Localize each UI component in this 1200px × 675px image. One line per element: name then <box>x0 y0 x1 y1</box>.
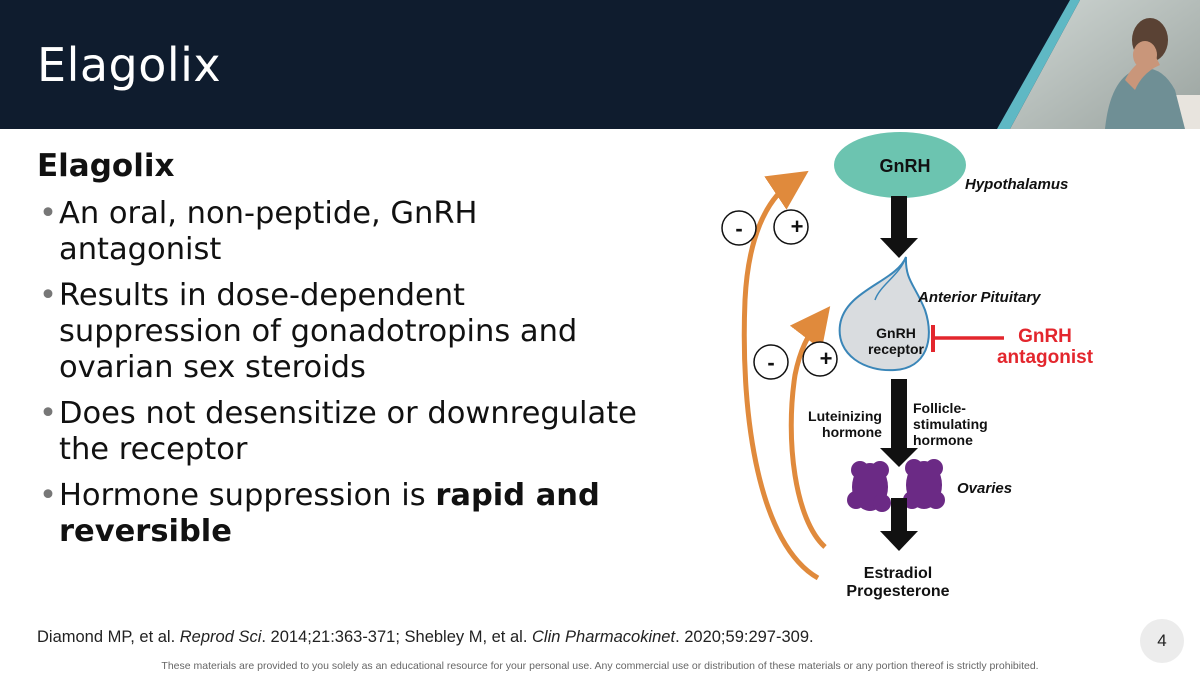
citation-text: . 2020;59:297-309. <box>675 628 814 646</box>
bullet-item: •Results in dose-dependent suppression o… <box>37 278 637 386</box>
down-arrow <box>880 196 918 258</box>
citation-journal: Reprod Sci <box>179 628 262 646</box>
receptor-label-line2: receptor <box>868 341 925 357</box>
gnrh-label: GnRH <box>880 156 931 176</box>
bullet-dot: • <box>39 196 57 231</box>
down-arrow <box>880 498 918 551</box>
short-feedback-arrow <box>788 306 831 549</box>
progesterone-label: Progesterone <box>846 583 949 600</box>
bullet-list: •An oral, non-peptide, GnRH antagonist •… <box>37 196 637 560</box>
hypothalamus-label: Hypothalamus <box>965 176 1068 193</box>
negative-feedback-icon: - <box>721 210 757 246</box>
lh-label-line1: Luteinizing <box>808 408 882 424</box>
ovary-right <box>903 459 945 509</box>
down-arrow <box>880 379 918 467</box>
positive-feedback-icon: + <box>773 209 809 245</box>
pituitary-stalk <box>874 256 907 301</box>
bullet-text: An oral, non-peptide, GnRH antagonist <box>59 196 478 267</box>
pituitary-shape <box>838 256 930 372</box>
minus-sign: - <box>767 350 774 375</box>
ovaries-label: Ovaries <box>957 480 1012 497</box>
title-bar: Elagolix <box>0 0 1200 129</box>
bullet-item: •Hormone suppression is rapid and revers… <box>37 478 637 550</box>
antagonist-label-line2: antagonist <box>997 347 1094 368</box>
bullet-item: •An oral, non-peptide, GnRH antagonist <box>37 196 637 268</box>
slide-title: Elagolix <box>37 38 222 92</box>
lh-label-line2: hormone <box>822 424 882 440</box>
bullet-bold-text: rapid and reversible <box>59 478 600 549</box>
long-feedback-arrow <box>741 170 820 581</box>
hpo-axis-diagram: GnRH Hypothalamus Anterior Pituitary GnR… <box>721 132 1094 600</box>
bullet-dot: • <box>39 396 57 431</box>
citation-text: Diamond MP, et al. <box>37 628 180 646</box>
receptor-label-line1: GnRH <box>876 325 916 341</box>
minus-sign: - <box>735 216 742 241</box>
woman-in-distress-photo <box>997 0 1200 129</box>
citation: Diamond MP, et al. Reprod Sci. 2014;21:3… <box>37 628 814 647</box>
page-number: 4 <box>1140 619 1184 663</box>
content-heading: Elagolix <box>37 148 175 184</box>
disclaimer: These materials are provided to you sole… <box>161 660 1039 672</box>
bullet-dot: • <box>39 278 57 313</box>
bullet-text: Does not desensitize or downregulate the… <box>59 396 637 467</box>
bullet-dot: • <box>39 478 57 513</box>
ovary-left <box>847 461 891 512</box>
fsh-label-line1: Follicle- <box>913 400 966 416</box>
fsh-label-line3: hormone <box>913 432 973 448</box>
fsh-label-line2: stimulating <box>913 416 988 432</box>
negative-feedback-icon: - <box>753 344 789 380</box>
anterior-pituitary-label: Anterior Pituitary <box>917 289 1041 306</box>
citation-journal: Clin Pharmacokinet <box>532 628 676 646</box>
estradiol-label: Estradiol <box>864 565 932 582</box>
bullet-text: Hormone suppression is <box>59 478 436 513</box>
bullet-item: •Does not desensitize or downregulate th… <box>37 396 637 468</box>
antagonist-inhibit-icon <box>931 325 1004 352</box>
positive-feedback-icon: + <box>802 341 838 377</box>
gnrh-node <box>834 132 966 198</box>
bullet-text: Results in dose-dependent suppression of… <box>59 278 578 385</box>
citation-text: . 2014;21:363-371; Shebley M, et al. <box>261 628 532 646</box>
plus-sign: + <box>791 214 804 239</box>
plus-sign: + <box>820 346 833 371</box>
antagonist-label-line1: GnRH <box>1018 326 1072 347</box>
